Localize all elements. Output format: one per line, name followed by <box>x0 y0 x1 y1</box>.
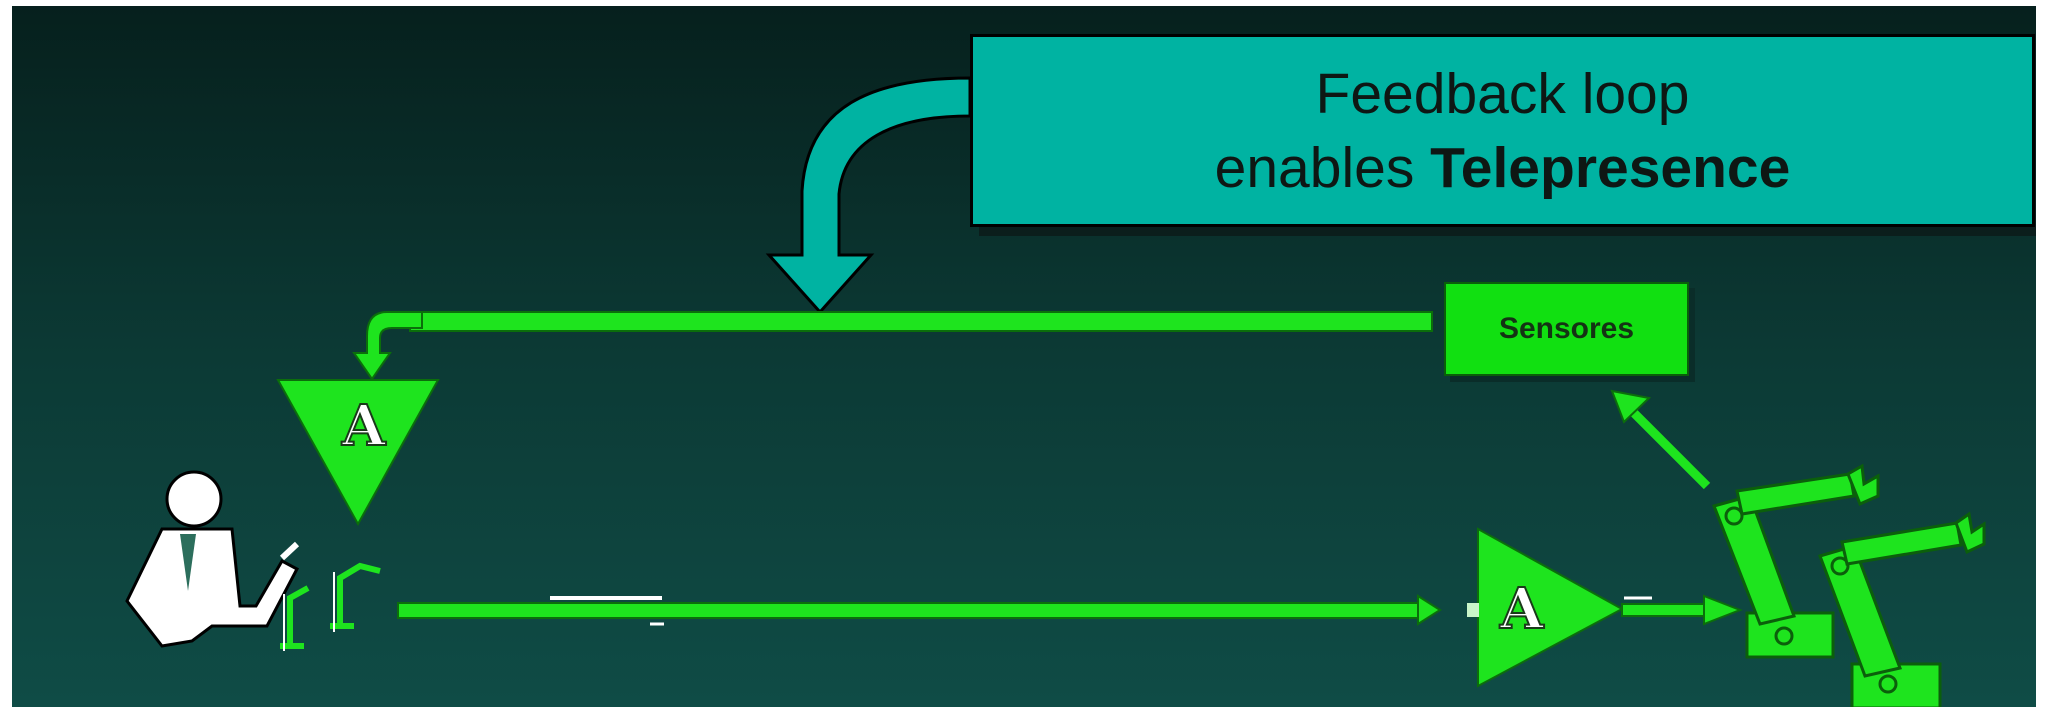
feedback-signal-line <box>409 311 1433 332</box>
telepresence-diagram <box>125 76 1986 707</box>
sensors-box: Sensores <box>1444 282 1689 376</box>
robot-arm-icon <box>1818 511 1986 707</box>
robot-to-sensors-arrow <box>1623 402 1711 490</box>
master-controller-icon <box>280 562 381 649</box>
amplifier-output-line <box>1621 603 1708 617</box>
callout-line-2-prefix: enables <box>1214 135 1431 200</box>
feedback-amplifier-icon <box>276 379 440 527</box>
forward-arrowhead <box>1417 594 1442 626</box>
sensors-label: Sensores <box>1498 312 1635 345</box>
forward-amplifier-label: A <box>1499 576 1544 642</box>
callout-emphasis: Telepresence <box>1430 135 1791 200</box>
feedback-elbow <box>352 311 423 381</box>
callout-line-2: enables Telepresence <box>1215 131 1791 205</box>
feedback-amplifier-label: A <box>341 393 386 459</box>
telepresence-callout: Feedback loop enables Telepresence <box>970 34 2035 227</box>
callout-line-1: Feedback loop <box>1315 61 1690 126</box>
callout-curved-arrow <box>765 76 972 315</box>
forward-signal-line <box>397 602 1419 619</box>
operator-icon <box>125 470 300 648</box>
robot-arm-icon <box>1711 463 1880 659</box>
slide: A A Feedback loop enables Telepresence S… <box>12 6 2036 707</box>
